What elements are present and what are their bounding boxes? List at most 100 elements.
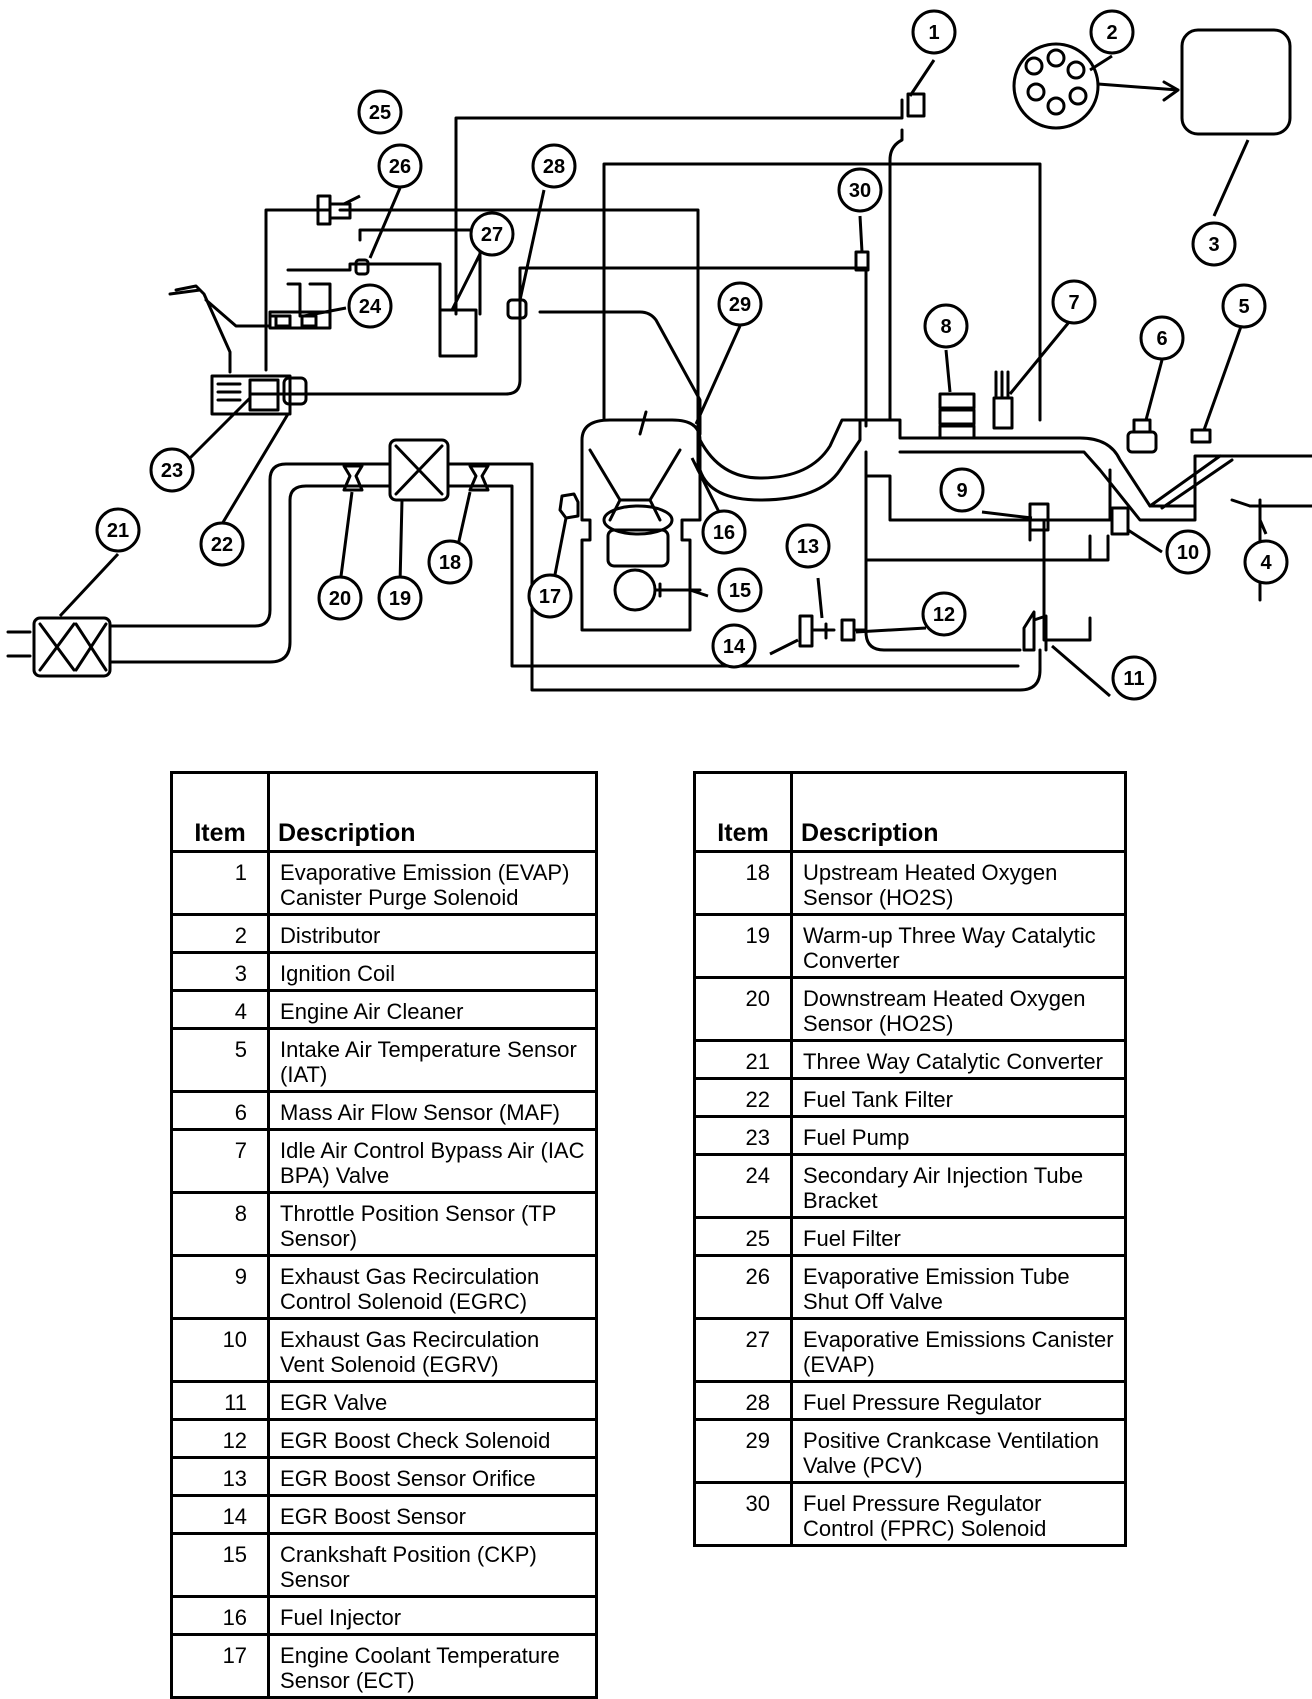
callout-number: 23 bbox=[161, 460, 183, 482]
legend-item-description: Evaporative Emission (EVAP) Canister Pur… bbox=[267, 850, 598, 916]
callout-number: 17 bbox=[539, 586, 561, 608]
legend-item-number: 11 bbox=[169, 1380, 271, 1421]
callout-29: 29 bbox=[717, 281, 763, 327]
callout-number: 16 bbox=[713, 522, 735, 544]
engine-block bbox=[580, 418, 702, 632]
fuel-pump bbox=[248, 378, 280, 412]
legend-item-description: Idle Air Control Bypass Air (IAC BPA) Va… bbox=[267, 1128, 598, 1194]
legend-item-number: 8 bbox=[169, 1191, 271, 1257]
legend-item-number: 3 bbox=[169, 951, 271, 992]
legend-item-number: 9 bbox=[169, 1254, 271, 1320]
callout-6: 6 bbox=[1139, 315, 1185, 361]
callout-number: 29 bbox=[729, 294, 751, 316]
legend-item-description: Evaporative Emissions Canister (EVAP) bbox=[790, 1317, 1127, 1383]
legend-item-description: Exhaust Gas Recirculation Vent Solenoid … bbox=[267, 1317, 598, 1383]
legend-item-description: Fuel Pressure Regulator Control (FPRC) S… bbox=[790, 1481, 1127, 1547]
legend-item-number: 27 bbox=[692, 1317, 794, 1383]
ect-sensor bbox=[558, 492, 580, 520]
legend-item-description: Three Way Catalytic Converter bbox=[790, 1039, 1127, 1080]
callout-13: 13 bbox=[785, 523, 831, 569]
callout-number: 14 bbox=[723, 636, 746, 658]
callout-17: 17 bbox=[527, 573, 573, 619]
legend-item-description: Ignition Coil bbox=[267, 951, 598, 992]
legend-item-number: 6 bbox=[169, 1090, 271, 1131]
legend-item-number: 1 bbox=[169, 850, 271, 916]
evap-shutoff-valve bbox=[354, 258, 370, 276]
egrv-solenoid bbox=[1110, 506, 1130, 536]
callout-number: 6 bbox=[1156, 328, 1167, 350]
callout-number: 9 bbox=[956, 480, 967, 502]
callout-2: 2 bbox=[1089, 9, 1135, 55]
legend-item-number: 24 bbox=[692, 1153, 794, 1219]
legend-item-number: 12 bbox=[169, 1418, 271, 1459]
egr-valve bbox=[1022, 610, 1048, 652]
legend-item-description: Distributor bbox=[267, 913, 598, 954]
callout-number: 13 bbox=[797, 536, 819, 558]
distributor-cap bbox=[1012, 42, 1100, 130]
fuel-tank-filler bbox=[168, 284, 292, 416]
callout-23: 23 bbox=[149, 447, 195, 493]
legend-item-number: 30 bbox=[692, 1481, 794, 1547]
legend-item-number: 5 bbox=[169, 1027, 271, 1093]
callout-25: 25 bbox=[357, 89, 403, 135]
callout-number: 25 bbox=[369, 102, 391, 124]
callout-14: 14 bbox=[711, 623, 757, 669]
callout-number: 28 bbox=[543, 156, 565, 178]
legend-item-description: Intake Air Temperature Sensor (IAT) bbox=[267, 1027, 598, 1093]
warm-up-catalytic-converter bbox=[388, 438, 450, 502]
legend-item-number: 21 bbox=[692, 1039, 794, 1080]
legend-item-number: 2 bbox=[169, 913, 271, 954]
legend-item-number: 19 bbox=[692, 913, 794, 979]
legend-item-number: 14 bbox=[169, 1494, 271, 1535]
callout-4: 4 bbox=[1243, 539, 1289, 585]
intake-duct bbox=[698, 418, 1312, 522]
legend-item-description: Engine Coolant Temperature Sensor (ECT) bbox=[267, 1633, 598, 1699]
egr-boost-check-solenoid bbox=[840, 618, 856, 642]
iac-valve bbox=[992, 396, 1014, 430]
legend-item-number: 16 bbox=[169, 1595, 271, 1636]
callout-19: 19 bbox=[377, 575, 423, 621]
legend-item-description: Fuel Tank Filter bbox=[790, 1077, 1127, 1118]
callout-7: 7 bbox=[1051, 279, 1097, 325]
callout-number: 18 bbox=[439, 552, 461, 574]
legend-header-row: Item Description bbox=[169, 771, 598, 853]
legend-item-number: 20 bbox=[692, 976, 794, 1042]
engine-air-cleaner bbox=[1148, 454, 1262, 602]
legend-item-description: Positive Crankcase Ventilation Valve (PC… bbox=[790, 1418, 1127, 1484]
legend-item-description: Downstream Heated Oxygen Sensor (HO2S) bbox=[790, 976, 1127, 1042]
legend-item-description: Throttle Position Sensor (TP Sensor) bbox=[267, 1191, 598, 1257]
callout-number: 1 bbox=[928, 22, 939, 44]
legend-item-number: 25 bbox=[692, 1216, 794, 1257]
callout-number: 11 bbox=[1123, 668, 1144, 690]
callout-30: 30 bbox=[837, 167, 883, 213]
legend-item-number: 13 bbox=[169, 1456, 271, 1497]
callout-number: 24 bbox=[359, 296, 382, 318]
legend-item-number: 18 bbox=[692, 850, 794, 916]
iat-sensor bbox=[1190, 428, 1212, 444]
callout-3: 3 bbox=[1191, 221, 1237, 267]
legend-item-number: 4 bbox=[169, 989, 271, 1030]
callout-12: 12 bbox=[921, 591, 967, 637]
legend-item-description: Warm-up Three Way Catalytic Converter bbox=[790, 913, 1127, 979]
legend-item-description: EGR Boost Sensor bbox=[267, 1494, 598, 1535]
egr-boost-sensor-orifice bbox=[818, 622, 836, 640]
